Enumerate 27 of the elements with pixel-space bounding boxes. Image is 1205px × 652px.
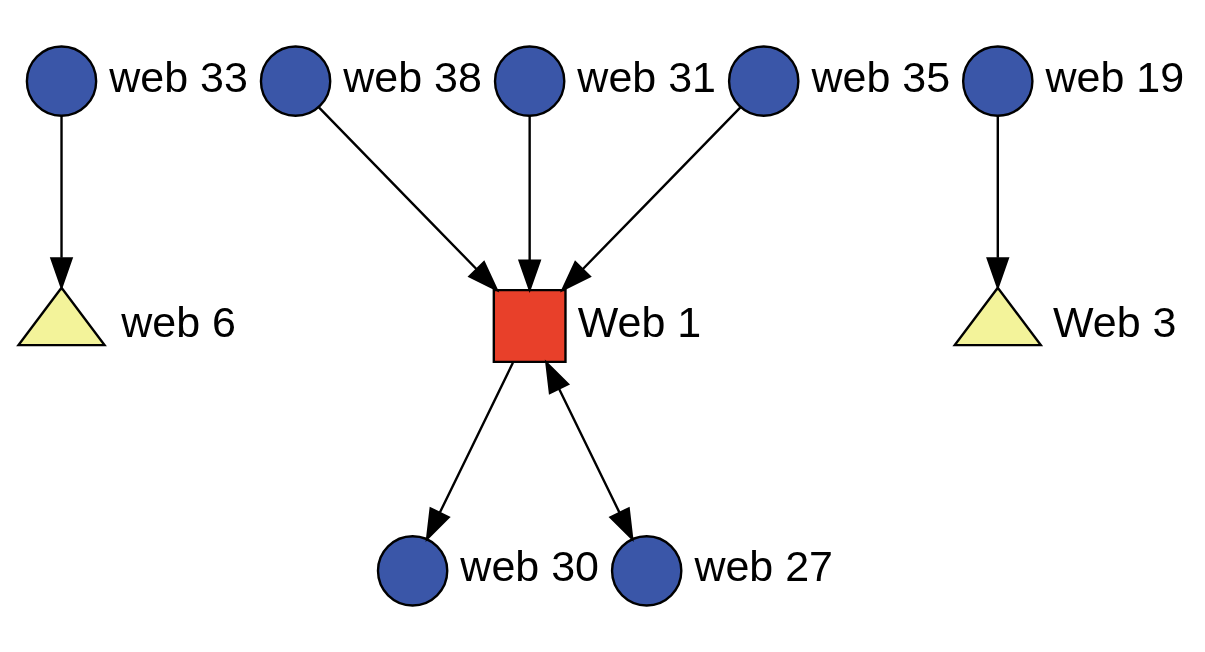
node-box	[492, 288, 567, 364]
arrow	[986, 115, 1010, 291]
node-triangle	[16, 285, 107, 347]
node-label: web 27	[694, 542, 834, 591]
node-label: web 6	[121, 297, 236, 346]
arrow	[517, 115, 542, 294]
node-label: web 33	[109, 52, 248, 101]
node-label: web 38	[343, 52, 482, 101]
node-circle	[961, 45, 1034, 117]
node-label: web 35	[811, 52, 951, 101]
node-label: web 31	[577, 52, 716, 101]
arrow	[425, 362, 514, 542]
node-label: Web 3	[1053, 297, 1177, 346]
node-label: web 30	[460, 542, 599, 591]
node-circle	[610, 535, 683, 607]
node-circle	[727, 45, 800, 117]
node-circle	[376, 535, 449, 607]
node-label: Web 1	[577, 297, 702, 346]
node-circle	[259, 45, 332, 117]
arrow	[318, 106, 500, 293]
node-triangle	[952, 285, 1044, 347]
node-circle	[25, 45, 98, 117]
arrow	[560, 106, 742, 293]
arrow	[49, 115, 74, 291]
arrow	[544, 359, 634, 542]
node-label: web 19	[1045, 52, 1185, 101]
node-circle	[493, 45, 566, 117]
